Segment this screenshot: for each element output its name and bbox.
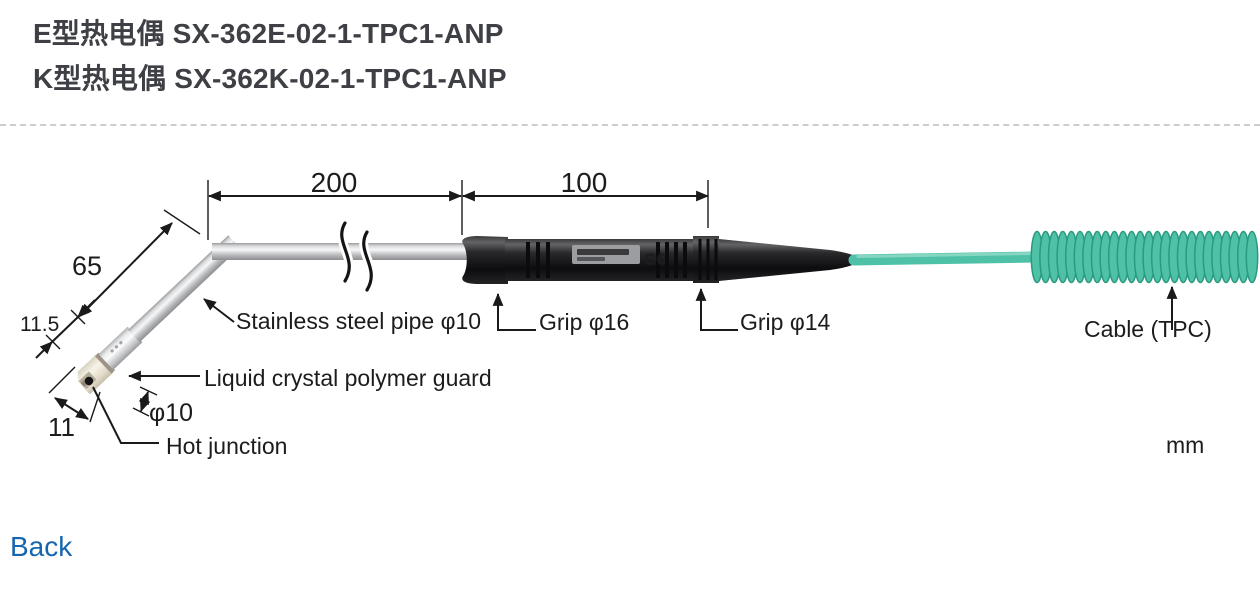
coiled-cable bbox=[1030, 230, 1259, 284]
pipe-break-marks bbox=[337, 218, 376, 295]
back-link[interactable]: Back bbox=[10, 531, 73, 562]
guard-notch bbox=[72, 371, 78, 382]
dim-pipe-length: 200 bbox=[311, 167, 358, 198]
grip-front-bell bbox=[462, 236, 508, 284]
tip-sleeve bbox=[98, 326, 143, 370]
label-stainless-pipe: Stainless steel pipe φ10 bbox=[236, 308, 481, 334]
stainless-pipe bbox=[212, 243, 470, 260]
product-title-k-type: K型热电偶 SX-362K-02-1-TPC1-ANP bbox=[33, 63, 507, 94]
grip-taper-cone bbox=[719, 239, 858, 281]
ce-mark: C€ bbox=[644, 250, 666, 269]
product-title-e-type: E型热电偶 SX-362E-02-1-TPC1-ANP bbox=[33, 18, 504, 49]
label-hot-junction: Hot junction bbox=[166, 433, 287, 459]
dim-tip-width: 11 bbox=[48, 412, 75, 442]
grip-handle: C€ bbox=[462, 236, 858, 284]
label-cable: Cable (TPC) bbox=[1084, 316, 1212, 342]
dim-guard-diameter: φ10 bbox=[149, 399, 193, 427]
probe-dimension-diagram: C€ 200 100 65 11.5 11 φ10 Stainless stee… bbox=[20, 167, 1259, 459]
label-grip-front: Grip φ16 bbox=[539, 309, 629, 335]
guard-ring bbox=[94, 352, 116, 374]
dim-tip-length: 65 bbox=[72, 251, 102, 281]
dim-tip-offset: 11.5 bbox=[20, 313, 59, 336]
label-guard: Liquid crystal polymer guard bbox=[204, 365, 492, 391]
dim-grip-length: 100 bbox=[561, 167, 608, 198]
cable-straight bbox=[848, 251, 1042, 266]
unit-label: mm bbox=[1166, 432, 1204, 458]
label-grip-rear: Grip φ14 bbox=[740, 309, 831, 335]
dotted-separator bbox=[0, 124, 1260, 126]
hot-junction-dot bbox=[84, 376, 94, 386]
